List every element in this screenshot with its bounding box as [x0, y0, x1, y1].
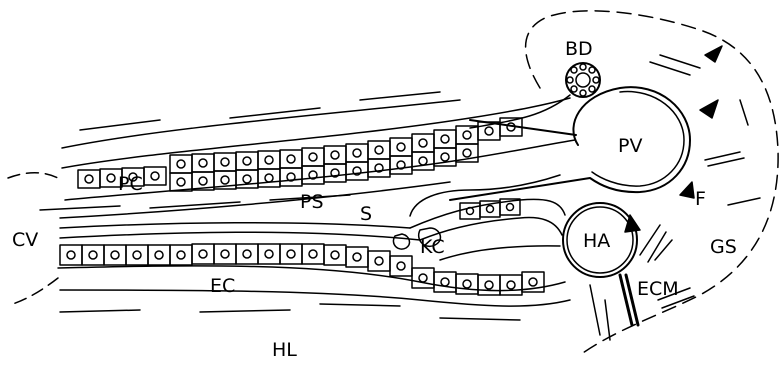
label-ecm: ECM: [637, 278, 679, 300]
label-pc: PC: [118, 173, 143, 195]
label-kc: KC: [420, 236, 445, 258]
label-hl: HL: [272, 339, 297, 361]
label-pv: PV: [618, 135, 642, 157]
label-cv: CV: [12, 229, 38, 251]
label-gs: GS: [710, 236, 737, 258]
endothelial-fibers: [40, 92, 520, 320]
bile-duct-epithelium: [567, 64, 599, 96]
label-ec: EC: [210, 275, 235, 297]
label-ha: HA: [583, 230, 610, 252]
label-bd: BD: [565, 38, 593, 60]
label-ps: PS: [300, 191, 324, 213]
label-s: S: [360, 203, 372, 225]
label-f: F: [695, 188, 706, 210]
